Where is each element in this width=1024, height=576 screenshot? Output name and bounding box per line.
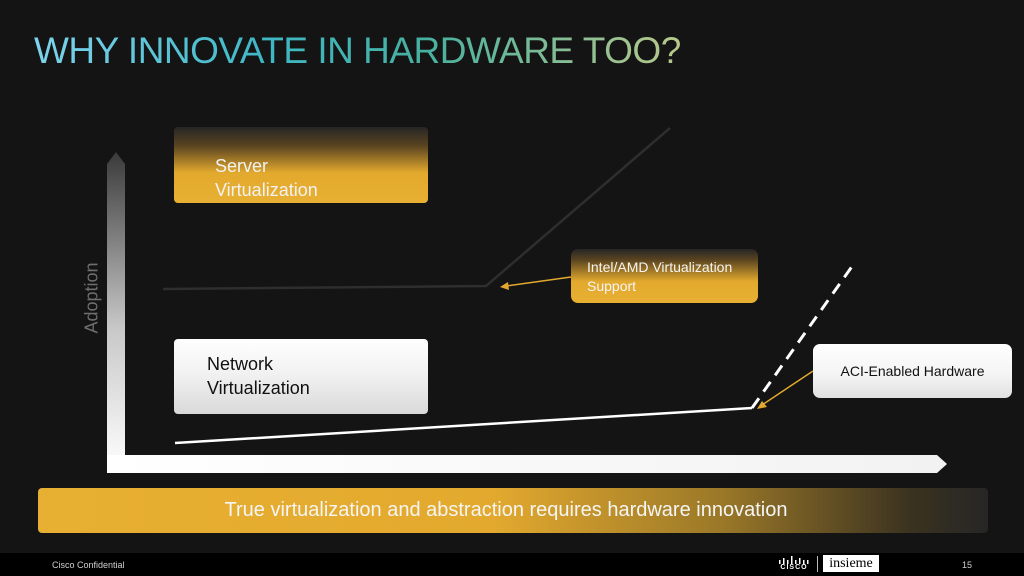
conclusion-banner-text: True virtualization and abstraction requ… [224, 499, 788, 521]
aci-callout-arrowhead [757, 401, 767, 409]
cisco-wordmark: CISCO [780, 564, 808, 571]
network-virtualization-label-line-2: Virtualization [207, 378, 310, 398]
slide-title: WHY INNOVATE IN HARDWARE TOO? [34, 30, 681, 71]
cisco-bridge-icon [779, 556, 809, 564]
intel-amd-callout-line-1: Intel/AMD Virtualization [587, 259, 733, 275]
server-virtualization-box: Server Virtualization [174, 127, 428, 203]
network-virtualization-projection [750, 264, 855, 409]
network-virtualization-curve [174, 406, 753, 445]
aci-hardware-callout: ACI-Enabled Hardware [813, 344, 1012, 398]
logo-divider [817, 556, 818, 572]
insieme-logo: insieme [823, 555, 879, 572]
aci-callout-connector [761, 370, 814, 406]
intel-callout-arrowhead [500, 282, 509, 290]
cisco-logo: CISCO [776, 553, 812, 573]
network-virtualization-label-line-1: Network [207, 354, 274, 374]
intel-amd-callout-line-2: Support [587, 278, 637, 294]
server-virtualization-label-line-2: Virtualization [215, 180, 318, 200]
page-number: 15 [962, 560, 973, 570]
conclusion-banner: True virtualization and abstraction requ… [38, 488, 988, 533]
confidential-label: Cisco Confidential [52, 560, 125, 570]
server-virtualization-label-line-1: Server [215, 156, 269, 176]
intel-amd-callout: Intel/AMD Virtualization Support [571, 249, 758, 303]
intel-callout-connector [505, 276, 572, 287]
network-virtualization-box: Network Virtualization [174, 339, 428, 414]
y-axis-label: Adoption [81, 262, 102, 334]
y-axis-arrow [107, 152, 125, 473]
footer-bar [0, 553, 1024, 576]
server-virtualization-curve [162, 127, 671, 291]
x-axis-arrow [107, 455, 947, 473]
